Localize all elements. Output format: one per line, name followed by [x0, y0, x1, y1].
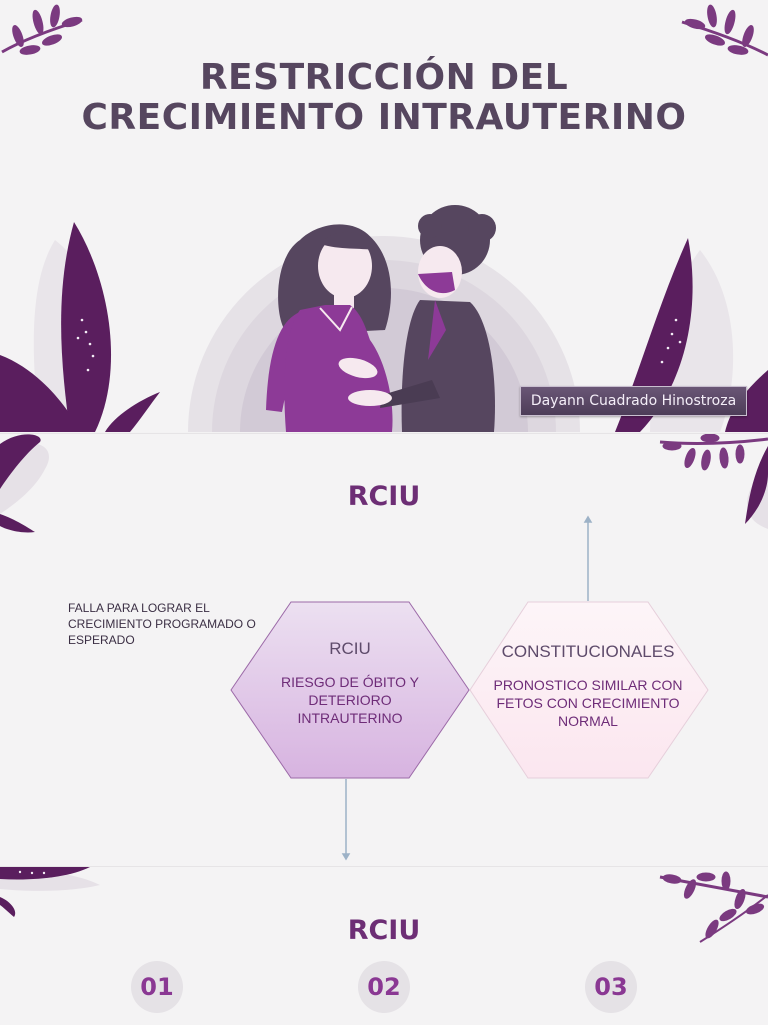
connector-lines — [341, 515, 593, 861]
number-badge-02: 02 — [358, 961, 410, 1013]
author-name-label: Dayann Cuadrado Hinostroza — [520, 386, 747, 416]
leaves-left-icon — [0, 222, 160, 432]
doctor-icon — [348, 205, 496, 432]
hexagon-rciu-content: RCIU RIESGO DE ÓBITO Y DETERIORO INTRAUT… — [262, 639, 438, 727]
number-badge-03: 03 — [585, 961, 637, 1013]
cover-slide: RESTRICCIÓN DEL CRECIMIENTO INTRAUTERINO… — [0, 0, 768, 432]
sprig-top-right-icon — [681, 4, 768, 57]
title-line-1: RESTRICCIÓN DEL — [199, 57, 569, 98]
leaf-right-icon — [745, 446, 768, 529]
list-slide: RCIU 01 02 03 — [0, 866, 768, 1025]
sprig-right-icon — [659, 434, 768, 471]
title-line-2: CRECIMIENTO INTRAUTERINO — [81, 97, 687, 138]
section-heading: RCIU — [347, 481, 421, 512]
list-decoration — [0, 867, 768, 943]
hexagon-rciu — [230, 601, 470, 779]
hexagon-constitucionales-text: PRONOSTICO SIMILAR CON FETOS CON CRECIMI… — [493, 677, 683, 729]
definition-note: FALLA PARA LOGRAR EL CRECIMIENTO PROGRAM… — [68, 601, 256, 647]
hexagon-constitucionales-content: CONSTITUCIONALES PRONOSTICO SIMILAR CON … — [484, 642, 692, 730]
sprig-right-icon — [659, 871, 768, 943]
definition-decoration — [0, 434, 768, 861]
hexagon-constitucionales — [469, 601, 709, 779]
page-title: RESTRICCIÓN DEL CRECIMIENTO INTRAUTERINO — [0, 58, 768, 138]
sprig-top-left-icon — [1, 4, 83, 55]
leaves-left-icon — [0, 867, 100, 917]
list-heading: RCIU — [347, 915, 421, 946]
number-badge-01: 01 — [131, 961, 183, 1013]
hexagon-constitucionales-title: CONSTITUCIONALES — [501, 642, 675, 661]
hexagon-rciu-title: RCIU — [329, 639, 371, 658]
hexagon-rciu-text: RIESGO DE ÓBITO Y DETERIORO INTRAUTERINO — [281, 674, 419, 726]
leaves-left-icon — [0, 434, 49, 533]
pregnant-woman-icon — [266, 224, 393, 432]
definition-slide: RCIU FALLA PARA LOGRAR EL CRECIMIENTO PR… — [0, 433, 768, 866]
